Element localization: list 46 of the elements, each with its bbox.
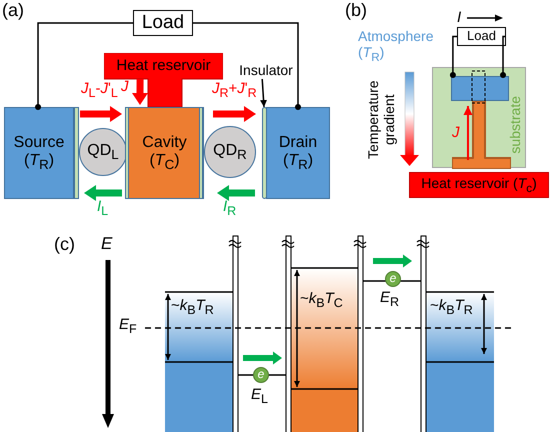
- energy-level-label: E$_{R}$: [380, 289, 400, 310]
- panel-label: (a): [2, 0, 24, 21]
- block-arrow: [217, 185, 255, 201]
- edge-label: J$_{L}$-J'$_{L}$: [81, 80, 118, 100]
- thermal-energy-label: ~k$_{B}$T$_{R}$: [430, 297, 473, 318]
- wire: [500, 36, 506, 78]
- energy-level-label: E$_{L}$: [251, 386, 268, 406]
- wire: [35, 22, 133, 110]
- wire: [193, 22, 301, 110]
- electrode-bar: [451, 76, 509, 101]
- edge-label: J: [121, 78, 128, 96]
- source-block: Source (T$_{R}$): [4, 107, 74, 199]
- edge-label: I$_{R}$: [223, 198, 236, 218]
- substrate-block: [432, 67, 526, 168]
- atmosphere-label: Atmosphere (T$_{R}$): [358, 28, 434, 64]
- thermal-energy-label: ~k$_{B}$T$_{C}$: [300, 290, 343, 310]
- block-arrow: [80, 106, 122, 122]
- heat-conductor-drawing: [452, 101, 511, 169]
- block-arrow: [213, 106, 256, 122]
- insulator-label: Insulator: [228, 62, 304, 79]
- drain-block: Drain (T$_{R}$): [266, 107, 330, 199]
- fermi-level-label: E$_{F}$: [119, 316, 137, 336]
- block-arrow: [132, 79, 148, 105]
- energy-axis-label: E: [101, 234, 112, 254]
- insulator-strip: [262, 107, 267, 199]
- electron-circle: e: [253, 367, 269, 383]
- load-box: Load: [133, 10, 193, 36]
- substrate-label: substrate: [506, 96, 523, 154]
- temperature-gradient-label: Temperature gradient: [365, 80, 398, 162]
- current-label: I: [457, 9, 462, 26]
- load-box: Load: [457, 27, 506, 46]
- electron-circle: e: [385, 271, 401, 287]
- panel-label: (c): [54, 234, 75, 255]
- block-arrow: [84, 185, 122, 201]
- heat-reservoir-block: Heat reservoir (T$_{c}$): [409, 172, 549, 198]
- leader-line: [260, 78, 268, 108]
- thermal-energy-label: ~k$_{B}$T$_{R}$: [171, 297, 214, 318]
- edge-label: J$_{R}$+J'$_{R}$: [212, 80, 257, 100]
- cavity-block: Cavity (T$_{C}$): [125, 107, 204, 199]
- edge-label: I$_{L}$: [97, 198, 108, 218]
- edge-label: J: [452, 124, 460, 142]
- quantum-dot-circle: QD$_{R}$: [204, 126, 256, 178]
- arrow: [463, 106, 472, 160]
- quantum-dot-circle: QD$_{L}$: [79, 128, 127, 176]
- panel-label: (b): [345, 0, 367, 21]
- wire: [450, 36, 457, 78]
